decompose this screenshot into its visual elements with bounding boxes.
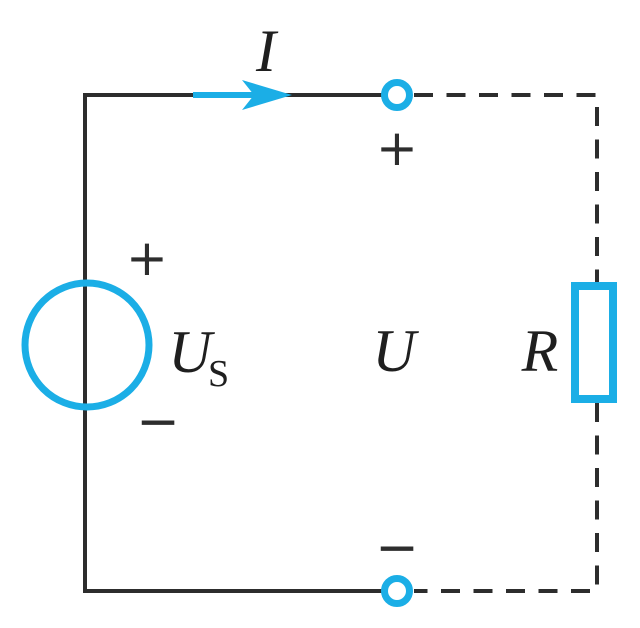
source-plus-sign: + — [126, 229, 168, 287]
source-voltage-label: U — [168, 319, 215, 385]
voltage-source-circle — [21, 279, 153, 411]
port-plus-sign: + — [376, 119, 418, 177]
current-arrow-head — [242, 80, 292, 110]
wire-top-left — [83, 93, 382, 593]
wire-dashed-top-right — [414, 93, 599, 284]
resistor-label: R — [521, 318, 559, 384]
resistor-body — [571, 282, 617, 403]
port-voltage-label: U — [372, 318, 419, 384]
wire-dashed-bottom-right — [414, 403, 599, 593]
port-minus-sign: − — [375, 518, 419, 578]
source-voltage-subscript: S — [208, 353, 229, 395]
source-minus-sign: − — [136, 392, 180, 452]
terminal-top — [381, 79, 413, 111]
current-label: I — [255, 18, 279, 84]
terminal-bottom — [381, 575, 413, 607]
